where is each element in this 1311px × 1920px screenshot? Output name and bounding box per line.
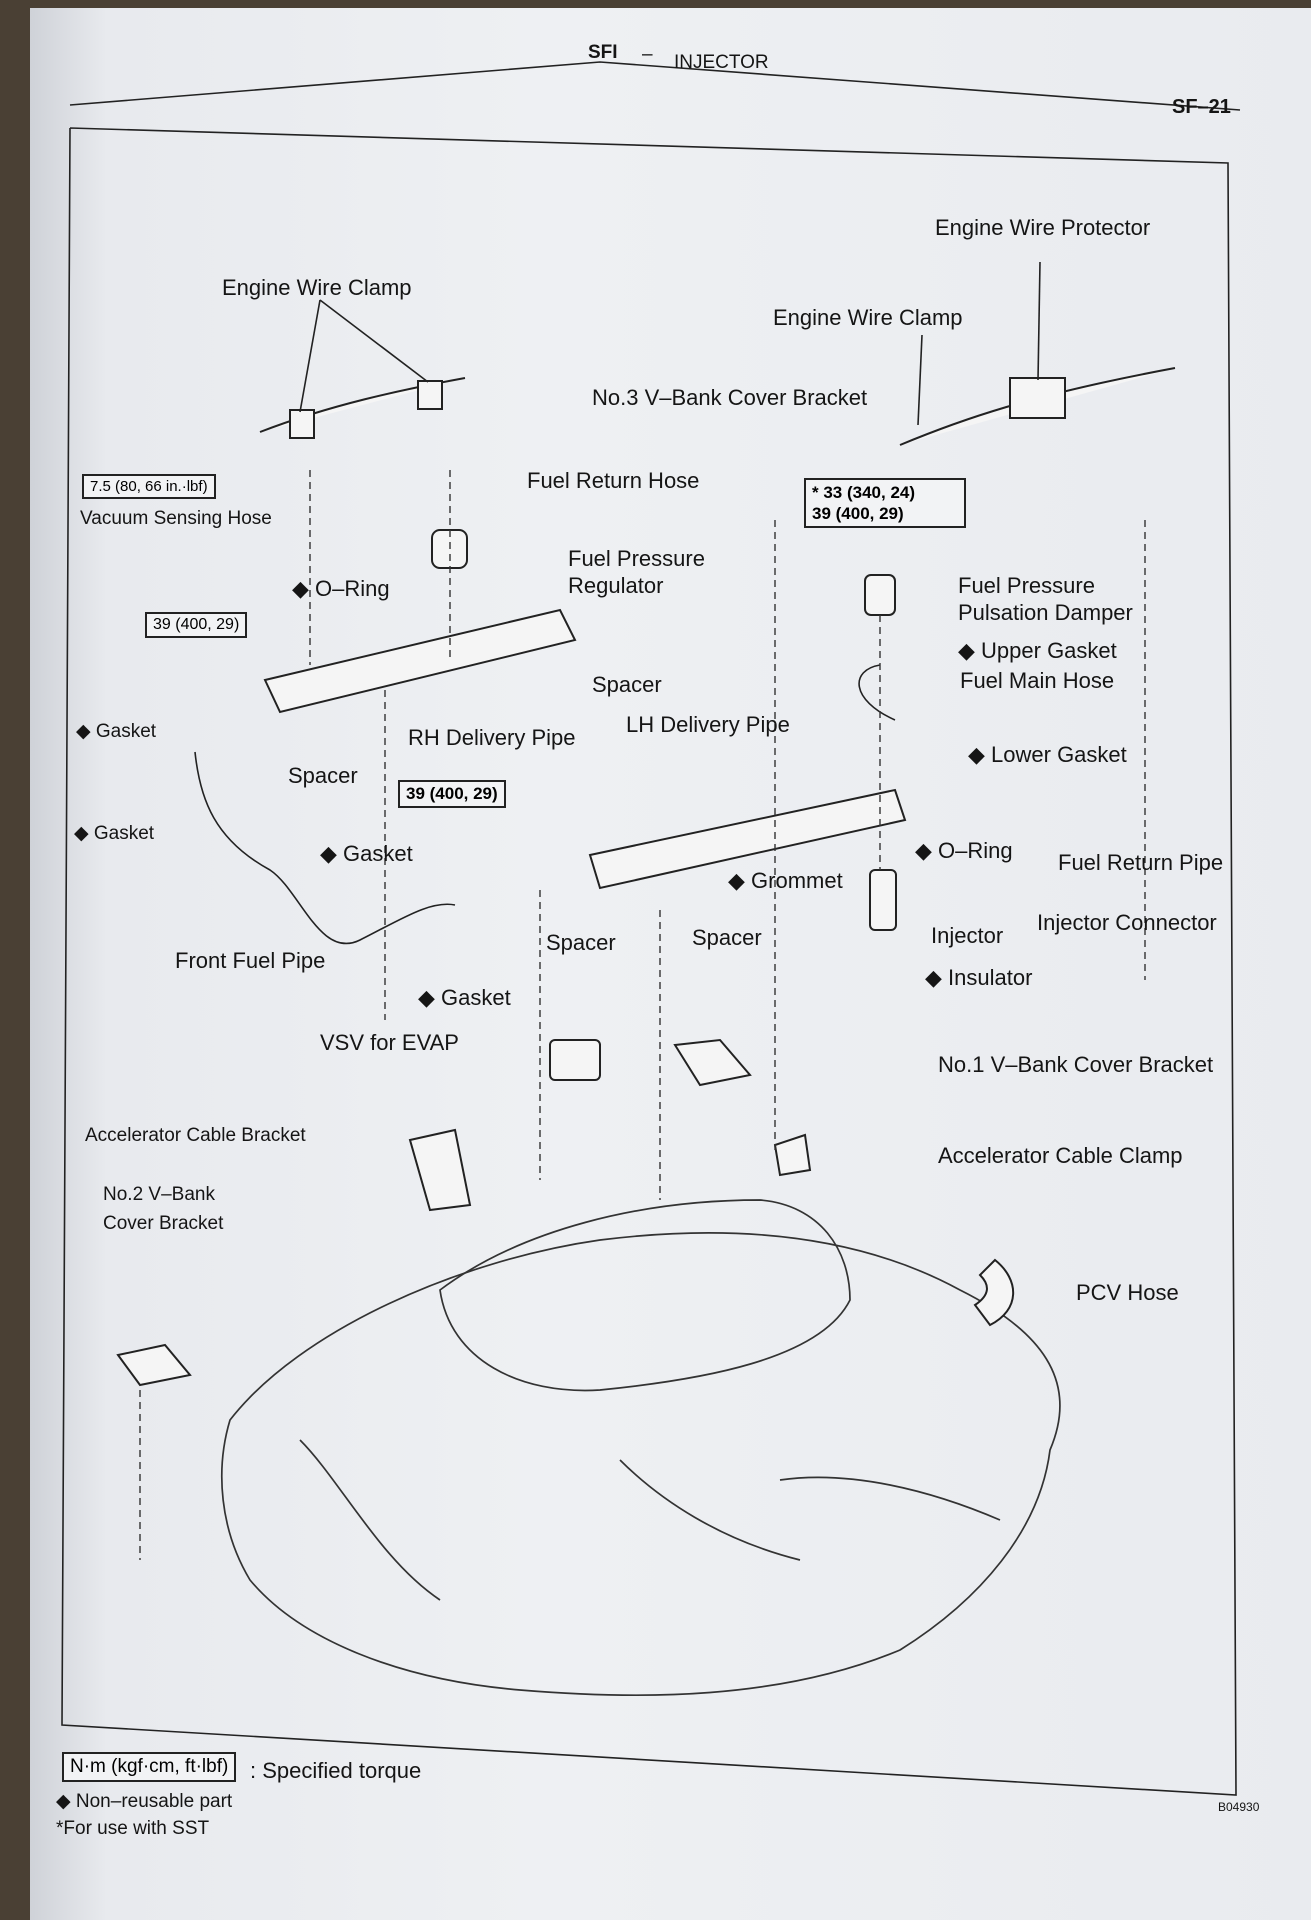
torque-box-front-pipe: 39 (400, 29) <box>398 780 506 808</box>
accel-clamp-shape <box>773 1133 812 1177</box>
label-vsv-for-evap: VSV for EVAP <box>320 1030 459 1055</box>
label-lh-delivery-pipe: LH Delivery Pipe <box>626 712 790 737</box>
label-grommet: ◆ Grommet <box>728 868 843 893</box>
label-no2-vbank-cover-bracket: No.2 V–Bank Cover Bracket <box>103 1184 224 1234</box>
label-engine-wire-protector: Engine Wire Protector <box>935 215 1151 240</box>
label-spacer-upper: Spacer <box>592 672 662 697</box>
page-number: SF–21 <box>1172 96 1231 118</box>
torque-damper-line1: * 33 (340, 24) <box>812 483 916 502</box>
leader <box>917 334 923 426</box>
label-o-ring-upper: ◆ O–Ring <box>292 576 390 601</box>
label-no1-vbank-cover-bracket: No.1 V–Bank Cover Bracket <box>938 1052 1214 1077</box>
label-front-fuel-pipe: Front Fuel Pipe <box>175 948 326 973</box>
label-injector-connector: Injector Connector <box>1037 910 1217 935</box>
label-spacer-lower-2: Spacer <box>692 925 762 950</box>
label-fuel-main-hose: Fuel Main Hose <box>960 668 1115 693</box>
wire-clamp-right <box>417 380 443 410</box>
label-fuel-pressure-regulator: Fuel Pressure Regulator <box>568 546 705 598</box>
label-engine-wire-clamp-right: Engine Wire Clamp <box>773 305 963 330</box>
label-rh-delivery-pipe: RH Delivery Pipe <box>408 725 576 750</box>
torque-box-rh-pipe: 39 (400, 29) <box>145 612 248 638</box>
engine-detail <box>299 1439 441 1601</box>
legend-unit-desc: : Specified torque <box>250 1758 422 1783</box>
figure-frame <box>61 127 1237 1796</box>
label-upper-gasket: ◆ Upper Gasket <box>958 638 1117 663</box>
wire-protector <box>1009 377 1066 419</box>
leader <box>299 299 321 413</box>
no1-bracket-shape <box>673 1038 752 1087</box>
leader <box>319 299 429 383</box>
accel-bracket-shape <box>408 1128 472 1212</box>
label-fuel-pressure-pulsation-damper: Fuel Pressure Pulsation Damper <box>958 573 1133 625</box>
engine-detail <box>619 1459 801 1561</box>
legend-unit-box: N·m (kgf·cm, ft·lbf) <box>62 1752 237 1782</box>
engine-detail <box>779 1476 1001 1521</box>
manual-page <box>30 8 1311 1920</box>
label-fuel-return-pipe: Fuel Return Pipe <box>1058 850 1224 875</box>
header-separator: – <box>642 44 653 65</box>
label-no3-vbank-cover-bracket: No.3 V–Bank Cover Bracket <box>592 385 868 410</box>
front-fuel-pipe-shape <box>194 751 456 945</box>
torque-box-damper: * 33 (340, 24) 39 (400, 29) <box>804 478 966 528</box>
intake-manifold-outline <box>439 1199 851 1392</box>
no2-bracket-shape <box>116 1343 192 1387</box>
label-gasket-left-1: ◆ Gasket <box>76 721 157 742</box>
figure-code: B04930 <box>1218 1800 1260 1814</box>
header-section: SFI <box>588 42 618 63</box>
pulsation-damper-shape <box>864 574 896 616</box>
header-rule <box>69 61 1241 111</box>
label-fuel-return-hose: Fuel Return Hose <box>527 468 700 493</box>
label-o-ring-lower: ◆ O–Ring <box>915 838 1013 863</box>
lh-delivery-pipe-shape <box>588 788 907 890</box>
label-gasket-left-2: ◆ Gasket <box>74 823 155 844</box>
injector-shape <box>869 869 897 931</box>
label-lower-gasket: ◆ Lower Gasket <box>968 742 1127 767</box>
label-injector: Injector <box>931 923 1004 948</box>
leader <box>1037 261 1041 381</box>
label-engine-wire-clamp-left: Engine Wire Clamp <box>222 275 412 300</box>
rh-delivery-pipe-shape <box>263 608 577 714</box>
wire-clamp-left <box>289 409 315 439</box>
legend-sst: *For use with SST <box>56 1818 210 1839</box>
engine-block-outline <box>220 1231 1061 1697</box>
label-pcv-hose: PCV Hose <box>1076 1280 1179 1305</box>
label-insulator: ◆ Insulator <box>925 965 1033 990</box>
torque-box-vacuum-bolt: 7.5 (80, 66 in.·lbf) <box>82 474 216 499</box>
vsv-shape <box>549 1039 601 1081</box>
fuel-main-hose-shape <box>858 664 896 721</box>
label-gasket-lower: ◆ Gasket <box>418 985 511 1010</box>
label-spacer-left: Spacer <box>288 763 358 788</box>
header-topic: INJECTOR <box>674 52 769 73</box>
label-spacer-lower-1: Spacer <box>546 930 616 955</box>
legend-non-reusable: ◆ Non–reusable part <box>56 1791 233 1812</box>
label-gasket-mid: ◆ Gasket <box>320 841 413 866</box>
torque-damper-line2: 39 (400, 29) <box>812 504 904 523</box>
label-accelerator-cable-clamp: Accelerator Cable Clamp <box>938 1143 1183 1168</box>
label-accelerator-cable-bracket: Accelerator Cable Bracket <box>85 1125 306 1146</box>
pcv-hose-shape <box>973 1258 1015 1327</box>
label-vacuum-sensing-hose: Vacuum Sensing Hose <box>80 508 272 529</box>
